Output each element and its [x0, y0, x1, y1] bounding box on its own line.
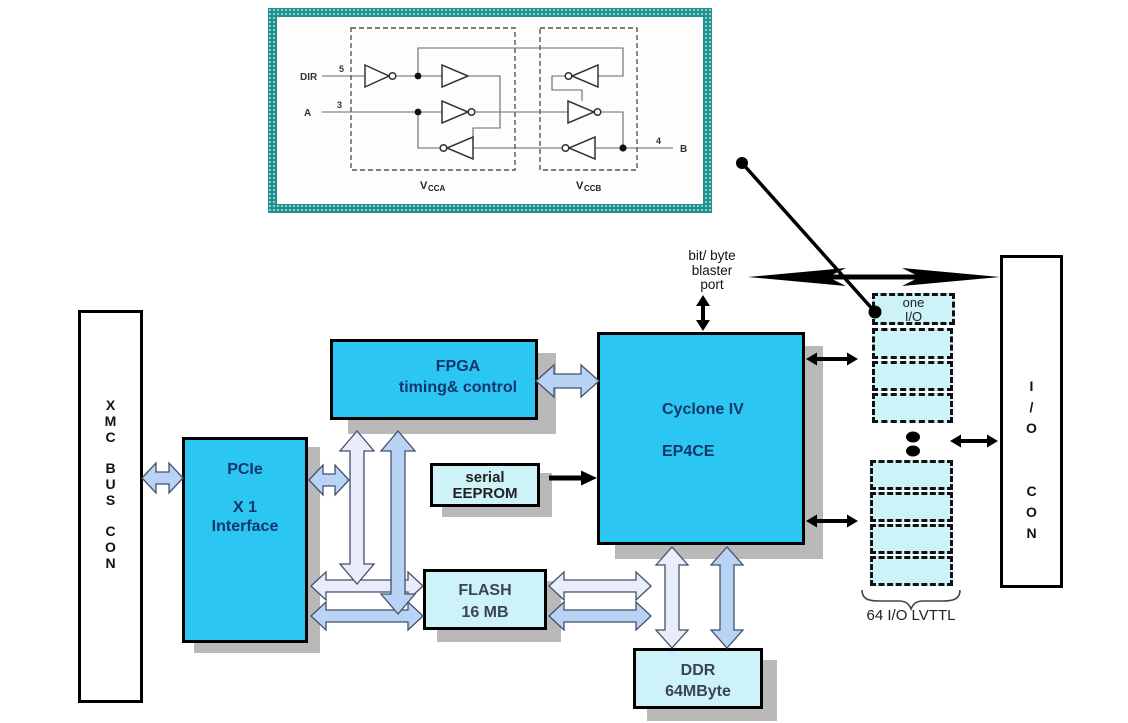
b-side-enable-bubble: [564, 71, 573, 81]
vcca-dashed-box: [350, 27, 516, 171]
xmc-bus-connector-block: X M C B U S C O N: [78, 310, 143, 703]
a-side-receiver-gate: [445, 135, 474, 161]
inset-callout: [736, 157, 882, 319]
io-buffer-box-7: [870, 524, 953, 554]
lvttl-brace: [861, 589, 961, 612]
fpga-bus-vertical-arrow-blue: [379, 429, 417, 616]
flash-memory-block: FLASH 16 MB: [423, 569, 547, 630]
a-side-driver-gate: [441, 99, 470, 125]
blaster-iocon-arrow-left-head: [748, 268, 846, 286]
vccb-dashed-box: [539, 27, 638, 171]
io-connector-label: I / O C O N: [1026, 378, 1037, 541]
dir-pin-number: 5: [339, 64, 344, 74]
flash-fpga-arrow-light: [548, 570, 652, 602]
io-buffer-box-3: [872, 361, 953, 391]
b-pin-label: B: [680, 144, 687, 155]
vcca-label: V: [420, 180, 428, 192]
vccb-label-sub: CCB: [584, 184, 602, 193]
blaster-iocon-arrow-shaft: [826, 274, 922, 280]
io-buffer-box-6: [870, 492, 953, 522]
fpga-timing-control-label: FPGA timing& control: [398, 358, 518, 396]
cyclone-iotop-arrow: [806, 352, 858, 366]
transceiver-inset-frame: [268, 8, 712, 213]
transceiver-schematic: DIR 5 A 3 4 B V CCA V CCB: [300, 27, 687, 193]
dir-inverter-bubble: [388, 71, 397, 81]
io-buffer-box-one-io: one I/O: [872, 293, 955, 325]
b-side-driver-bubble: [593, 107, 602, 117]
buffer-ellipsis-dot-2: [906, 445, 920, 457]
vccb-label: V: [576, 180, 584, 192]
one-io-label: one I/O: [902, 295, 925, 324]
dir-inverter-gate: [364, 63, 391, 89]
a-pin-label: A: [304, 108, 311, 119]
blaster-port-label: bit/ byte blaster port: [688, 248, 736, 292]
inset-callout-line: [740, 161, 877, 314]
cyclone-ddr-arrow-light: [654, 546, 690, 649]
xmc-bus-connector-label: X M C B U S C O N: [104, 397, 117, 571]
io-buffer-box-8: [870, 556, 953, 586]
memory-bus-arrows: [141, 363, 745, 649]
junction-dots: [414, 72, 627, 152]
serial-eeprom-label: serial EEPROM: [452, 469, 518, 502]
a-side-receiver-bubble: [439, 143, 448, 153]
fpga-cyclone-arrow: [535, 363, 600, 399]
xmc-pcie-arrow: [141, 461, 184, 495]
ddr-memory-label: DDR 64MByte: [665, 662, 731, 700]
fpga-bus-vertical-arrow-light: [338, 429, 376, 586]
pcie-flash-arrow-light: [310, 570, 424, 602]
pcie-flash-arrow-blue: [310, 600, 424, 632]
blaster-port-arrow: [696, 295, 710, 331]
cyclone-fpga-block: Cyclone IV EP4CE: [597, 332, 805, 545]
io-buffer-box-4: [872, 393, 953, 423]
enable-buffer-gate: [441, 63, 470, 89]
io-connector-block: I / O C O N: [1000, 255, 1063, 588]
inset-callout-dot-top: [736, 157, 748, 169]
io-buffer-box-2: [872, 328, 953, 359]
pcie-bus-arrow: [308, 463, 350, 497]
vcca-label-sub: CCA: [428, 184, 446, 193]
ddr-memory-block: DDR 64MByte: [633, 648, 763, 709]
black-signal-arrows: [549, 268, 1000, 528]
blaster-iocon-arrow-right-head: [902, 268, 1000, 286]
b-side-enable-inverter-gate: [570, 63, 599, 89]
logic-gates: [364, 63, 602, 161]
pcie-interface-label: PCIe X 1 Interface: [211, 461, 279, 535]
buffer-ellipsis-dot-1: [906, 431, 920, 443]
inset-callout-dot-bottom: [868, 305, 882, 319]
b-side-receiver-bubble: [561, 143, 570, 153]
eeprom-cyclone-arrow-shaft: [549, 475, 582, 481]
serial-eeprom-block: serial EEPROM: [430, 463, 540, 507]
b-side-receiver-gate: [567, 135, 596, 161]
fpga-timing-control-block: FPGA timing& control: [330, 339, 538, 420]
cyclone-ddr-arrow-blue: [709, 546, 745, 649]
cyclone-fpga-label: Cyclone IV EP4CE: [662, 401, 744, 460]
io-buffer-box-5: [870, 460, 953, 490]
dir-pin-label: DIR: [300, 72, 318, 83]
buffers-iocon-arrow: [950, 434, 998, 448]
cyclone-iobottom-arrow: [806, 514, 858, 528]
b-side-driver-gate: [567, 99, 596, 125]
flash-fpga-arrow-blue: [548, 600, 652, 632]
eeprom-cyclone-arrow-head: [581, 470, 597, 486]
pcie-interface-block: PCIe X 1 Interface: [182, 437, 308, 643]
a-pin-number: 3: [337, 100, 342, 110]
flash-memory-label: FLASH 16 MB: [458, 582, 512, 621]
lvttl-count-label: 64 I/O LVTTL: [866, 607, 956, 624]
a-side-driver-bubble: [467, 107, 476, 117]
b-pin-number: 4: [656, 136, 661, 146]
